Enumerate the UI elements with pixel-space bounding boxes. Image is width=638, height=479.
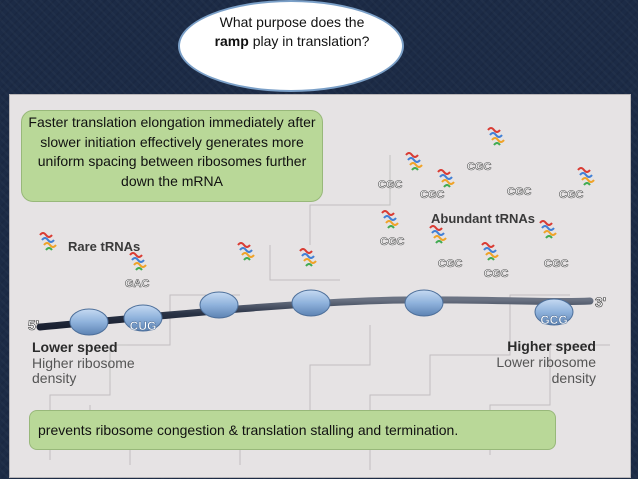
ribosome-diagram: CUG GCG 5' 3' Rare tRNAs Abundant tRNAs … [28, 127, 610, 470]
codon-cgc-label-4: CGC [507, 186, 532, 198]
codon-cgc-label-5: CGC [559, 189, 584, 201]
abundant-trnas-label: Abundant tRNAs [431, 211, 535, 226]
ribosome-3 [199, 291, 239, 319]
ribosome-4 [291, 289, 331, 317]
five-prime-label: 5' [28, 317, 39, 333]
lower-speed-desc-1: Higher ribosome [32, 355, 135, 371]
codon-cgc-label-8: CGC [484, 268, 509, 280]
ribosome-1 [69, 308, 109, 336]
codon-cgc-label-7: CGC [438, 258, 463, 270]
higher-speed-label: Higher speed [507, 338, 596, 354]
higher-speed-desc-1: Lower ribosome [496, 354, 596, 370]
question-text-after: play in translation? [252, 33, 370, 49]
ribosome-5 [404, 289, 444, 317]
question-text-before: What purpose does the [219, 14, 365, 30]
question-text: What purpose does the ramp play in trans… [208, 13, 376, 51]
question-bubble [178, 0, 404, 92]
rare-trnas-label: Rare tRNAs [68, 239, 140, 254]
question-text-emphasis: ramp [214, 33, 249, 49]
codon-gac-label: GAC [125, 278, 150, 290]
ribosome-2 [123, 304, 163, 332]
codon-cug-label: CUG [130, 319, 157, 333]
lower-speed-desc-2: density [32, 370, 76, 386]
callout-explanation: Faster translation elongation immediatel… [21, 110, 323, 202]
codon-gcg-label: GCG [540, 313, 567, 327]
codon-cgc-label-3: CGC [467, 161, 492, 173]
three-prime-label: 3' [595, 294, 606, 310]
codon-cgc-label-6: CGC [380, 236, 405, 248]
codon-cgc-label-9: CGC [544, 258, 569, 270]
codon-cgc-label-2: CGC [420, 189, 445, 201]
callout-conclusion: prevents ribosome congestion & translati… [29, 410, 556, 450]
higher-speed-desc-2: density [552, 370, 596, 386]
codon-cgc-label-1: CGC [378, 179, 403, 191]
ribosome-6 [534, 298, 574, 326]
lower-speed-label: Lower speed [32, 339, 118, 355]
